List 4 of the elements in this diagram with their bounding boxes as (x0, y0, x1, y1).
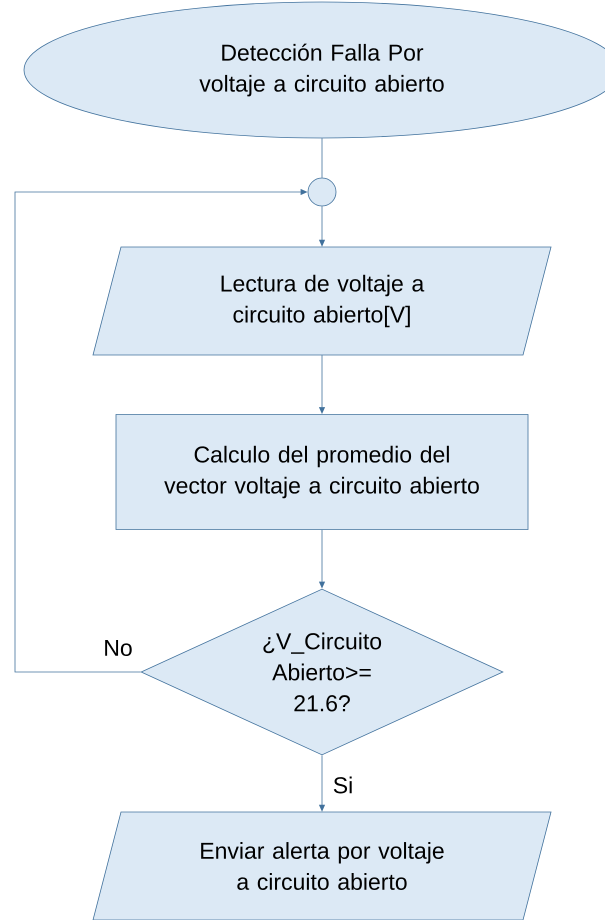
connector-circle (308, 178, 336, 206)
edge-label: Si (332, 776, 354, 794)
edge-label: No (102, 638, 134, 658)
process-box: Calculo del promedio del vector voltaje a circuito abierto (116, 414, 528, 530)
